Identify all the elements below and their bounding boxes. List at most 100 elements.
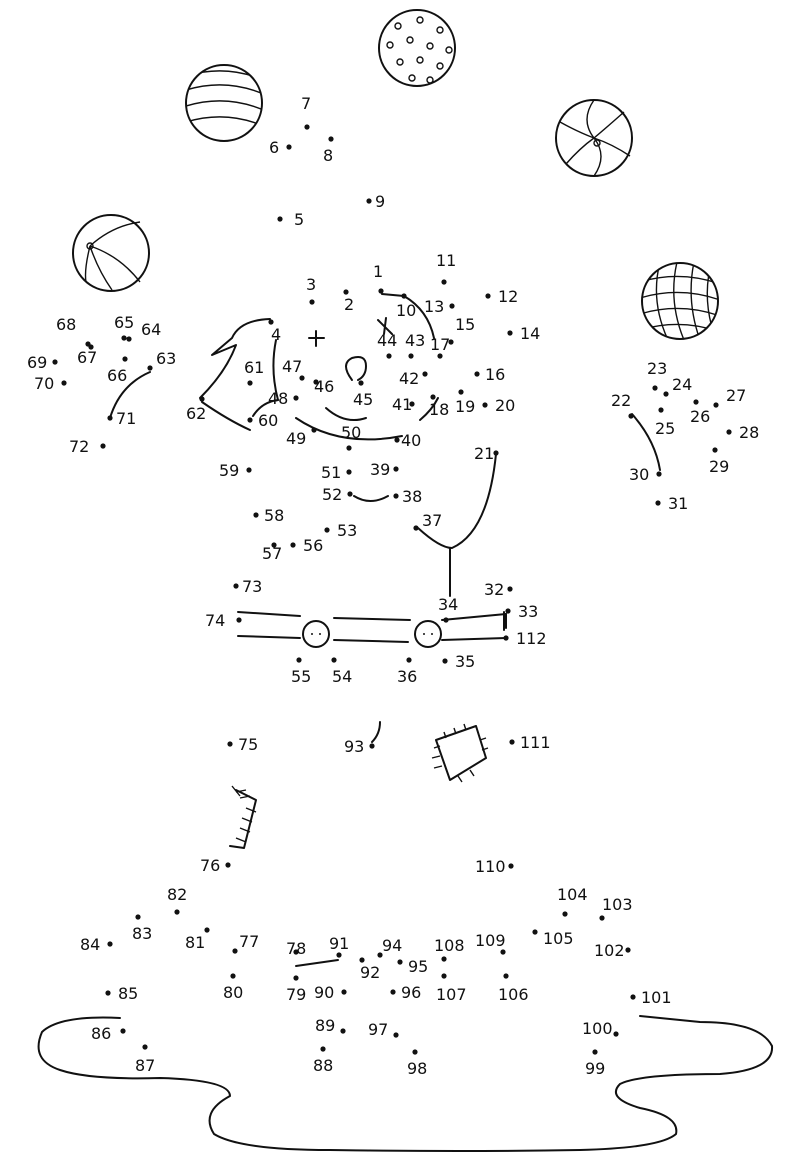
- dot-number-label: 77: [239, 932, 259, 951]
- dot-marker: [509, 739, 515, 745]
- dot-number-label: 108: [434, 936, 465, 955]
- dot-number-label: 85: [118, 984, 138, 1003]
- dot-marker: [236, 617, 242, 623]
- dot-marker: [147, 365, 153, 371]
- dot-marker: [377, 952, 383, 958]
- dot-number-label: 76: [200, 856, 220, 875]
- dot-number-label: 82: [167, 885, 187, 904]
- dot-marker: [299, 375, 305, 381]
- dot-2: 2: [343, 289, 354, 314]
- dot-64: 64: [126, 320, 161, 342]
- dot-marker: [503, 635, 509, 641]
- dot-number-label: 73: [242, 577, 262, 596]
- dot-number-label: 69: [27, 353, 47, 372]
- polka-dot-ball-icon: [378, 9, 456, 87]
- dot-88: 88: [313, 1046, 333, 1075]
- dot-number-label: 95: [408, 957, 428, 976]
- dot-47: 47: [282, 357, 305, 381]
- dot-marker: [199, 396, 205, 402]
- dot-89: 89: [315, 1016, 346, 1035]
- dot-20: 20: [482, 396, 515, 415]
- dot-87: 87: [135, 1044, 155, 1075]
- dot-28: 28: [726, 423, 759, 442]
- dot-marker: [401, 293, 407, 299]
- dot-17: 17: [430, 335, 450, 359]
- dot-51: 51: [321, 463, 352, 482]
- dot-marker: [225, 862, 231, 868]
- dot-number-label: 25: [655, 419, 675, 438]
- dot-marker: [313, 379, 319, 385]
- dot-marker: [293, 975, 299, 981]
- dot-number-label: 94: [382, 936, 402, 955]
- beach-ball-icon: [555, 99, 633, 177]
- dot-42: 42: [399, 369, 428, 388]
- dot-72: 72: [69, 437, 106, 456]
- dot-16: 16: [474, 365, 505, 384]
- dot-marker: [293, 395, 299, 401]
- dot-5: 5: [277, 210, 304, 229]
- dot-number-label: 53: [337, 521, 357, 540]
- dot-marker: [204, 927, 210, 933]
- dot-marker: [378, 288, 384, 294]
- dot-marker: [656, 471, 662, 477]
- dot-92: 92: [359, 957, 380, 982]
- dot-46: 46: [313, 377, 334, 396]
- dot-62: 62: [186, 396, 206, 423]
- dot-number-label: 102: [594, 941, 625, 960]
- dot-number-label: 19: [455, 397, 475, 416]
- dot-57: 57: [262, 542, 282, 563]
- dot-number-label: 7: [301, 94, 311, 113]
- dot-45: 45: [353, 380, 373, 409]
- dot-79: 79: [286, 975, 306, 1004]
- dot-7: 7: [301, 94, 311, 130]
- dot-marker: [246, 467, 252, 473]
- dot-111: 111: [509, 733, 551, 752]
- dot-number-label: 29: [709, 457, 729, 476]
- dot-number-label: 72: [69, 437, 89, 456]
- dot-number-label: 31: [668, 494, 688, 513]
- dot-76: 76: [200, 856, 231, 875]
- dot-number-label: 44: [377, 331, 397, 350]
- dot-marker: [328, 136, 334, 142]
- dot-marker: [309, 299, 315, 305]
- dot-marker: [493, 450, 499, 456]
- dot-marker: [340, 1028, 346, 1034]
- dot-85: 85: [105, 984, 138, 1003]
- dot-marker: [105, 990, 111, 996]
- dot-91: 91: [329, 934, 349, 958]
- dot-number-label: 81: [185, 933, 205, 952]
- dot-marker: [290, 542, 296, 548]
- dot-15: 15: [448, 315, 475, 345]
- dot-marker: [369, 743, 375, 749]
- dot-number-label: 35: [455, 652, 475, 671]
- dot-marker: [628, 413, 634, 419]
- dot-9: 9: [366, 192, 385, 211]
- dot-49: 49: [286, 427, 317, 448]
- dot-number-label: 45: [353, 390, 373, 409]
- dot-marker: [412, 1049, 418, 1055]
- dot-number-label: 17: [430, 335, 450, 354]
- dot-number-label: 111: [520, 733, 551, 752]
- dot-58: 58: [253, 506, 284, 525]
- dot-1: 1: [373, 262, 384, 294]
- dot-number-label: 101: [641, 988, 672, 1007]
- dot-number-label: 107: [436, 985, 467, 1004]
- dot-marker: [652, 385, 658, 391]
- dot-38: 38: [393, 487, 422, 506]
- dot-number-label: 104: [557, 885, 588, 904]
- dot-marker: [247, 380, 253, 386]
- dot-number-label: 13: [424, 297, 444, 316]
- dot-number-label: 89: [315, 1016, 335, 1035]
- dot-number-label: 3: [306, 275, 316, 294]
- dot-48: 48: [268, 389, 299, 408]
- dot-number-label: 32: [484, 580, 504, 599]
- dot-67: 67: [77, 344, 97, 367]
- dot-marker: [232, 948, 238, 954]
- dot-marker: [336, 952, 342, 958]
- dot-number-label: 54: [332, 667, 352, 686]
- dot-52: 52: [322, 485, 353, 504]
- dot-44: 44: [377, 331, 397, 359]
- dot-number-label: 12: [498, 287, 518, 306]
- dot-number-label: 66: [107, 366, 127, 385]
